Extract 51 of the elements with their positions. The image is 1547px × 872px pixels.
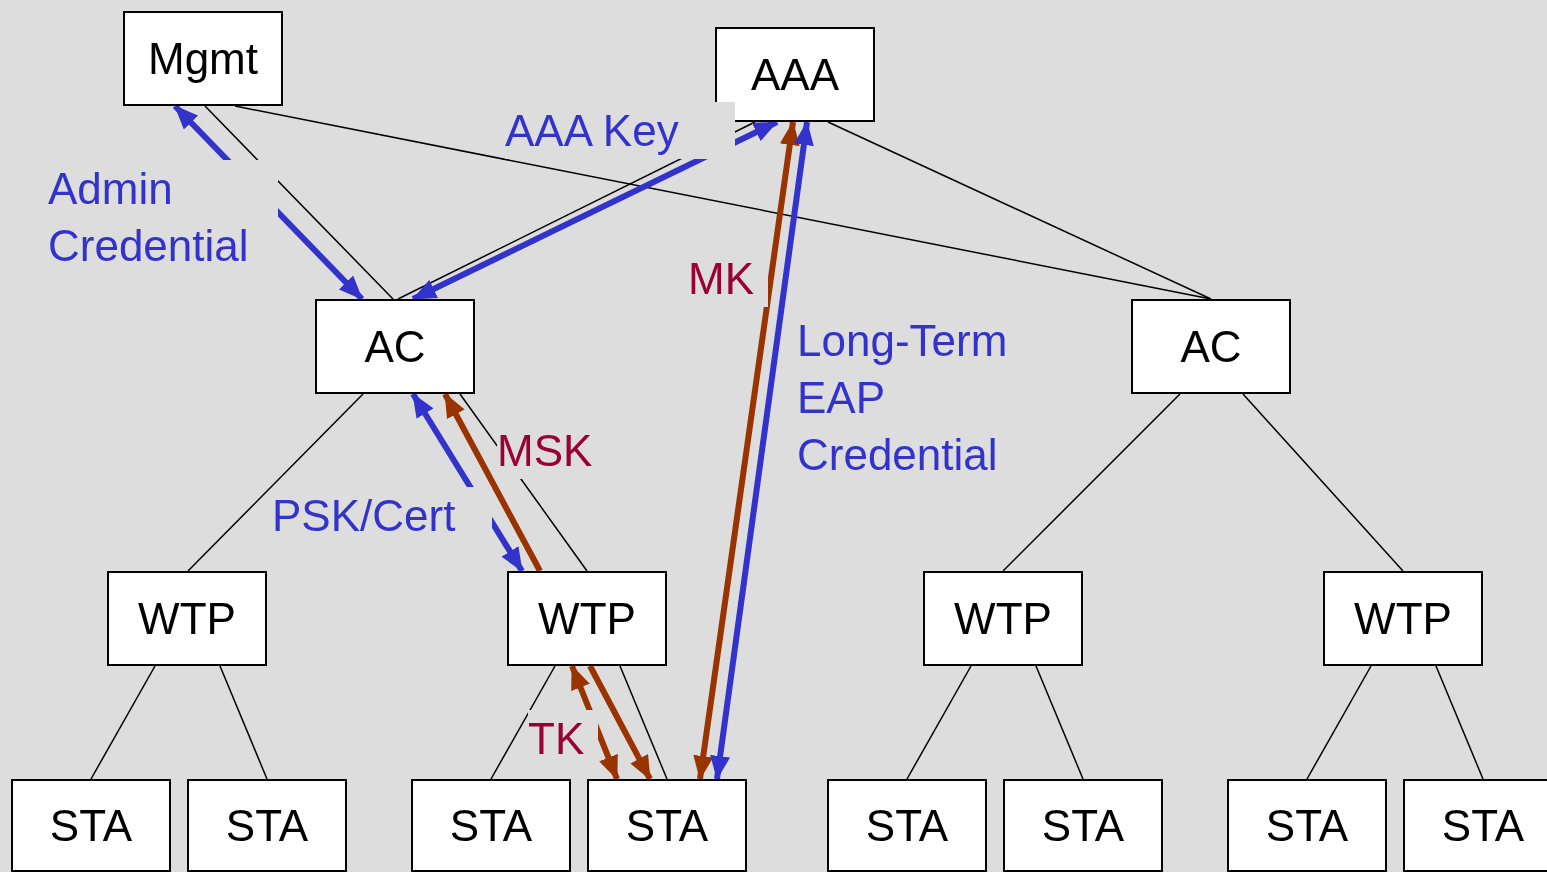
node-label: STA xyxy=(1265,800,1349,851)
node-label: WTP xyxy=(1354,593,1452,644)
node-box xyxy=(1403,779,1547,872)
connector-line xyxy=(1002,393,1181,572)
node-label: STA xyxy=(225,800,309,851)
node-box xyxy=(507,571,667,666)
connector-line xyxy=(619,665,668,780)
node-box xyxy=(107,571,267,666)
node-label: STA xyxy=(49,800,133,851)
node-box xyxy=(315,299,475,394)
connector-line xyxy=(1306,665,1372,780)
connector-line xyxy=(1035,665,1084,780)
connector-line xyxy=(1242,393,1404,572)
arrow xyxy=(442,392,543,573)
node-box xyxy=(11,779,171,872)
node-box xyxy=(1131,299,1291,394)
connector-line xyxy=(906,665,972,780)
node-label: AAA xyxy=(750,49,839,100)
node-box xyxy=(715,27,875,122)
node-box xyxy=(187,779,347,872)
node-box xyxy=(923,571,1083,666)
edge-label: AAA Key xyxy=(505,102,735,159)
node-box xyxy=(587,779,747,872)
node-box xyxy=(411,779,571,872)
double-arrow xyxy=(693,121,800,780)
node-label: Mgmt xyxy=(148,33,258,84)
connector-line xyxy=(490,665,556,780)
node-box xyxy=(1323,571,1483,666)
node-label: WTP xyxy=(538,593,636,644)
node-box xyxy=(827,779,987,872)
node-box xyxy=(1227,779,1387,872)
node-label: STA xyxy=(1441,800,1525,851)
node-label: STA xyxy=(625,800,709,851)
node-box xyxy=(123,11,283,106)
connector-line xyxy=(827,121,1212,300)
node-label: STA xyxy=(865,800,949,851)
connector-line xyxy=(187,393,364,572)
double-arrow xyxy=(710,121,814,780)
node-label: AC xyxy=(1180,321,1242,372)
connector-line xyxy=(1435,665,1484,780)
connector-line xyxy=(90,665,156,780)
node-box xyxy=(1003,779,1163,872)
connector-line xyxy=(204,105,394,300)
node-label: WTP xyxy=(138,593,236,644)
connector-line xyxy=(219,665,268,780)
double-arrow xyxy=(569,664,620,781)
node-label: WTP xyxy=(954,593,1052,644)
node-label: AC xyxy=(364,321,426,372)
node-label: STA xyxy=(1041,800,1125,851)
arrow xyxy=(587,664,653,781)
node-label: STA xyxy=(449,800,533,851)
